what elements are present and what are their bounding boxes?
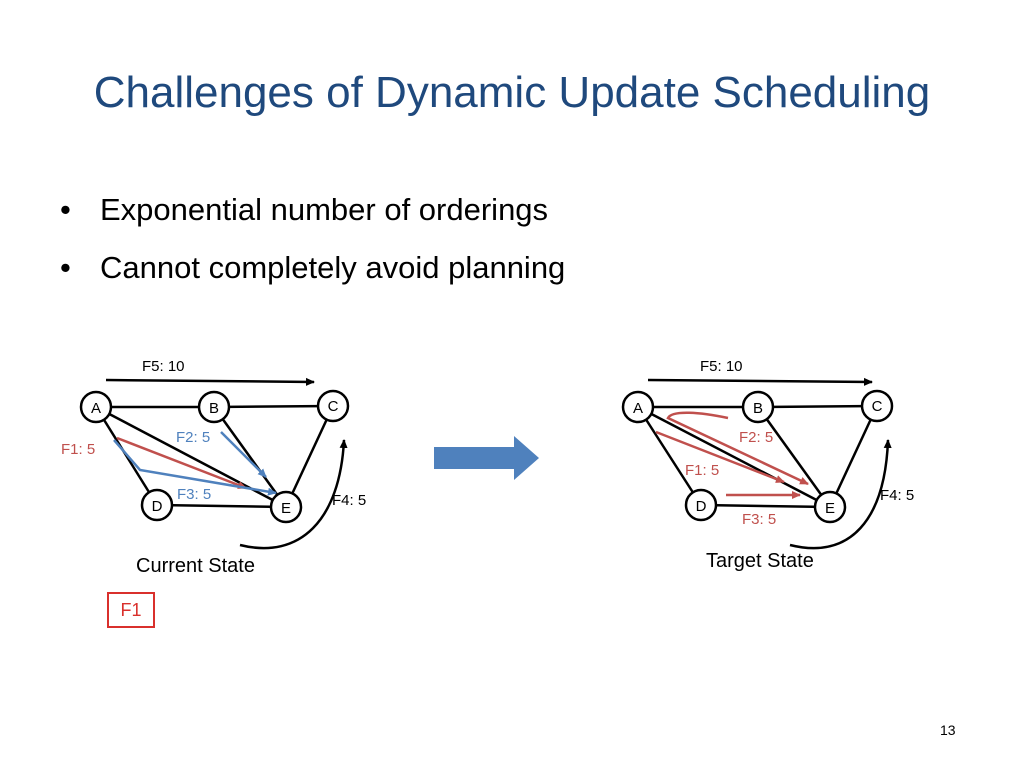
label-f2: F2: 5: [739, 429, 773, 446]
label-f5: F5: 10: [142, 358, 185, 375]
label-f2: F2: 5: [176, 429, 210, 446]
edge-c-e: [828, 405, 879, 508]
edge-d-e: [700, 503, 831, 509]
svg-text:A: A: [633, 400, 643, 417]
edge-b-c: [213, 404, 334, 409]
label-f3: F3: 5: [742, 511, 776, 528]
highlight-box-f1: F1: [107, 592, 155, 628]
flow-f5-arrow: [647, 377, 873, 386]
bullet-text: Exponential number of orderings: [100, 192, 549, 227]
svg-text:E: E: [825, 500, 835, 517]
node-e: E: [269, 490, 303, 524]
svg-text:B: B: [753, 400, 763, 417]
transition-arrow-icon: [434, 436, 539, 480]
flow-f4-arrow: [789, 439, 892, 550]
current-state-diagram: A B C D E F5: 10 F1: 5 F2: 5 F3: 5 F4: 5: [61, 358, 366, 550]
node-a: A: [621, 390, 655, 424]
bullet-dot-icon: •: [60, 192, 71, 227]
label-f3: F3: 5: [177, 486, 211, 503]
target-state-diagram: A B C D E F5: 10 F1: 5 F2: 5 F3: 5 F4: 5: [621, 358, 914, 550]
label-f1: F1: 5: [685, 462, 719, 479]
node-a: A: [79, 390, 113, 424]
svg-text:D: D: [152, 498, 163, 515]
bullet-item: • Exponential number of orderings: [60, 190, 565, 248]
label-f4: F4: 5: [880, 487, 914, 504]
flow-f1-arrow: [655, 430, 785, 484]
edge-b-e: [756, 406, 832, 508]
label-f1: F1: 5: [61, 441, 95, 458]
edge-b-c: [757, 404, 878, 409]
target-state-caption: Target State: [706, 550, 814, 572]
node-e: E: [813, 490, 847, 524]
svg-text:C: C: [872, 398, 883, 415]
label-f5: F5: 10: [700, 358, 743, 375]
flow-f1-arrow: [116, 436, 247, 490]
bullet-list: • Exponential number of orderings • Cannot…: [60, 190, 565, 306]
label-f4: F4: 5: [332, 492, 366, 509]
edge-d-e: [156, 503, 287, 509]
page-number: 13: [940, 722, 956, 738]
svg-text:D: D: [696, 498, 707, 515]
bullet-text: Cannot completely avoid planning: [100, 250, 566, 285]
node-c: C: [860, 389, 894, 423]
flow-f2-arrow: [220, 431, 267, 478]
svg-text:B: B: [209, 400, 219, 417]
flow-f5-arrow: [105, 377, 315, 386]
bullet-item: • Cannot completely avoid planning: [60, 248, 565, 306]
flow-f4-arrow: [239, 439, 348, 550]
node-d: D: [140, 488, 174, 522]
flow-f3-arrow: [113, 439, 277, 496]
edge-a-e: [637, 405, 831, 509]
flow-f2-arrow: [666, 411, 809, 486]
svg-text:C: C: [328, 398, 339, 415]
slide-title: Challenges of Dynamic Update Scheduling: [93, 68, 931, 117]
svg-text:E: E: [281, 500, 291, 517]
current-state-caption: Current State: [136, 555, 255, 577]
edge-a-d: [636, 406, 703, 506]
node-b: B: [197, 390, 231, 424]
svg-text:A: A: [91, 400, 101, 417]
node-b: B: [741, 390, 775, 424]
edge-c-e: [284, 405, 335, 508]
node-c: C: [316, 389, 350, 423]
bullet-dot-icon: •: [60, 250, 71, 285]
node-d: D: [684, 488, 718, 522]
